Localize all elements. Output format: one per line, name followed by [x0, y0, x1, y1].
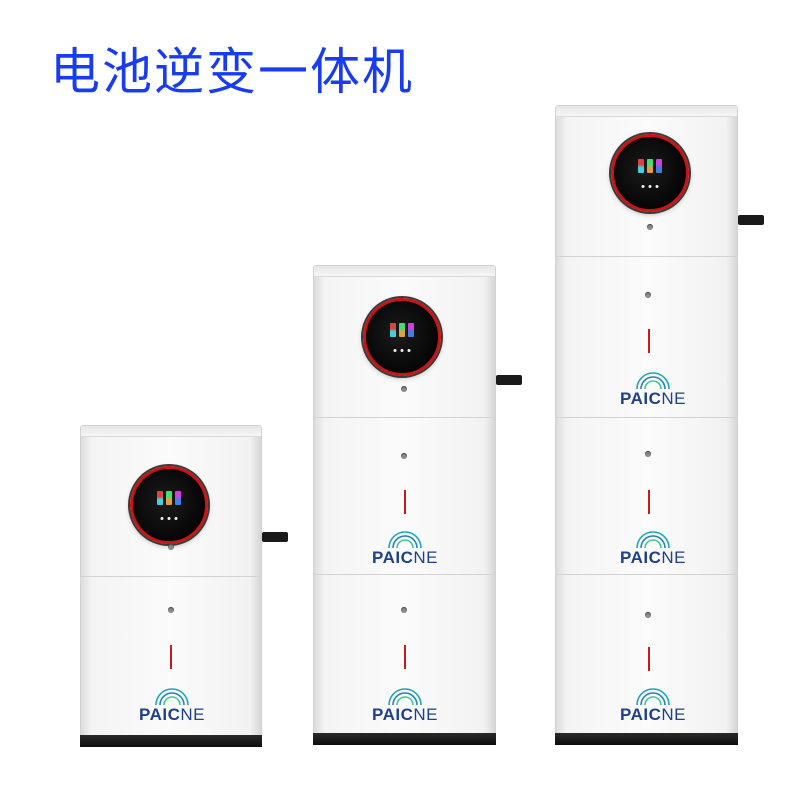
brand-logo: PAICNE [130, 687, 214, 727]
battery-module: PAICNE [555, 574, 738, 735]
display-icons [638, 158, 662, 173]
power-led [401, 386, 407, 392]
brand-text: PAICNE [620, 548, 686, 567]
brand-text: PAICNE [620, 389, 686, 408]
status-icon [157, 490, 163, 505]
status-icon [166, 490, 172, 505]
status-led [645, 292, 651, 298]
side-port [738, 215, 764, 225]
status-led [645, 612, 651, 618]
brand-arc-icon [388, 688, 422, 705]
status-led [401, 607, 407, 613]
brand-text: PAICNE [372, 548, 438, 567]
side-port [262, 532, 288, 542]
page-title: 电池逆变一体机 [50, 43, 414, 101]
indicator-bar [648, 490, 650, 514]
battery-module: PAICNE [313, 574, 496, 735]
brand-arc-icon [636, 372, 670, 389]
indicator-bar [170, 645, 172, 669]
display-screen [363, 298, 441, 376]
battery-module: PAICNE [313, 417, 496, 575]
status-icon [638, 158, 644, 173]
display-screen [611, 134, 689, 212]
display-icons [390, 322, 414, 337]
brand-text: PAICNE [372, 705, 438, 724]
power-led [168, 544, 174, 550]
indicator-bar [404, 645, 406, 669]
inverter-module [313, 265, 496, 418]
display-icons [157, 490, 181, 505]
brand-arc-icon [155, 688, 189, 705]
brand-logo: PAICNE [363, 687, 447, 727]
status-icon [175, 490, 181, 505]
base-plinth [555, 733, 738, 745]
brand-logo: PAICNE [363, 530, 447, 570]
battery-module: PAICNE [80, 576, 262, 736]
status-icon [390, 322, 396, 337]
battery-module: PAICNE [555, 256, 738, 418]
status-icon [399, 322, 405, 337]
base-plinth [313, 733, 496, 745]
display-screen [130, 466, 208, 544]
status-icon [647, 158, 653, 173]
inverter-module [80, 425, 262, 577]
power-led [647, 224, 653, 230]
battery-module: PAICNE [555, 417, 738, 575]
brand-logo: PAICNE [611, 530, 695, 570]
brand-arc-icon [636, 688, 670, 705]
base-plinth [80, 735, 262, 747]
side-port [496, 375, 522, 385]
unit-large: PAICNE PAICNE [555, 105, 764, 745]
brand-text: PAICNE [139, 705, 205, 724]
status-icon [408, 322, 414, 337]
display-dots [393, 348, 411, 352]
status-icon [656, 158, 662, 173]
status-led [168, 607, 174, 613]
indicator-bar [404, 490, 406, 514]
display-dots [160, 516, 178, 520]
indicator-bar [648, 647, 650, 671]
brand-text: PAICNE [620, 705, 686, 724]
display-dots [641, 184, 659, 188]
inverter-module [555, 105, 738, 257]
brand-logo: PAICNE [611, 371, 695, 411]
brand-arc-icon [388, 531, 422, 548]
status-led [401, 453, 407, 459]
status-led [645, 451, 651, 457]
brand-arc-icon [636, 531, 670, 548]
unit-medium: PAICNE PAICNE [313, 265, 522, 745]
indicator-bar [648, 329, 650, 353]
unit-small: PAICNE [80, 425, 288, 747]
brand-logo: PAICNE [611, 687, 695, 727]
